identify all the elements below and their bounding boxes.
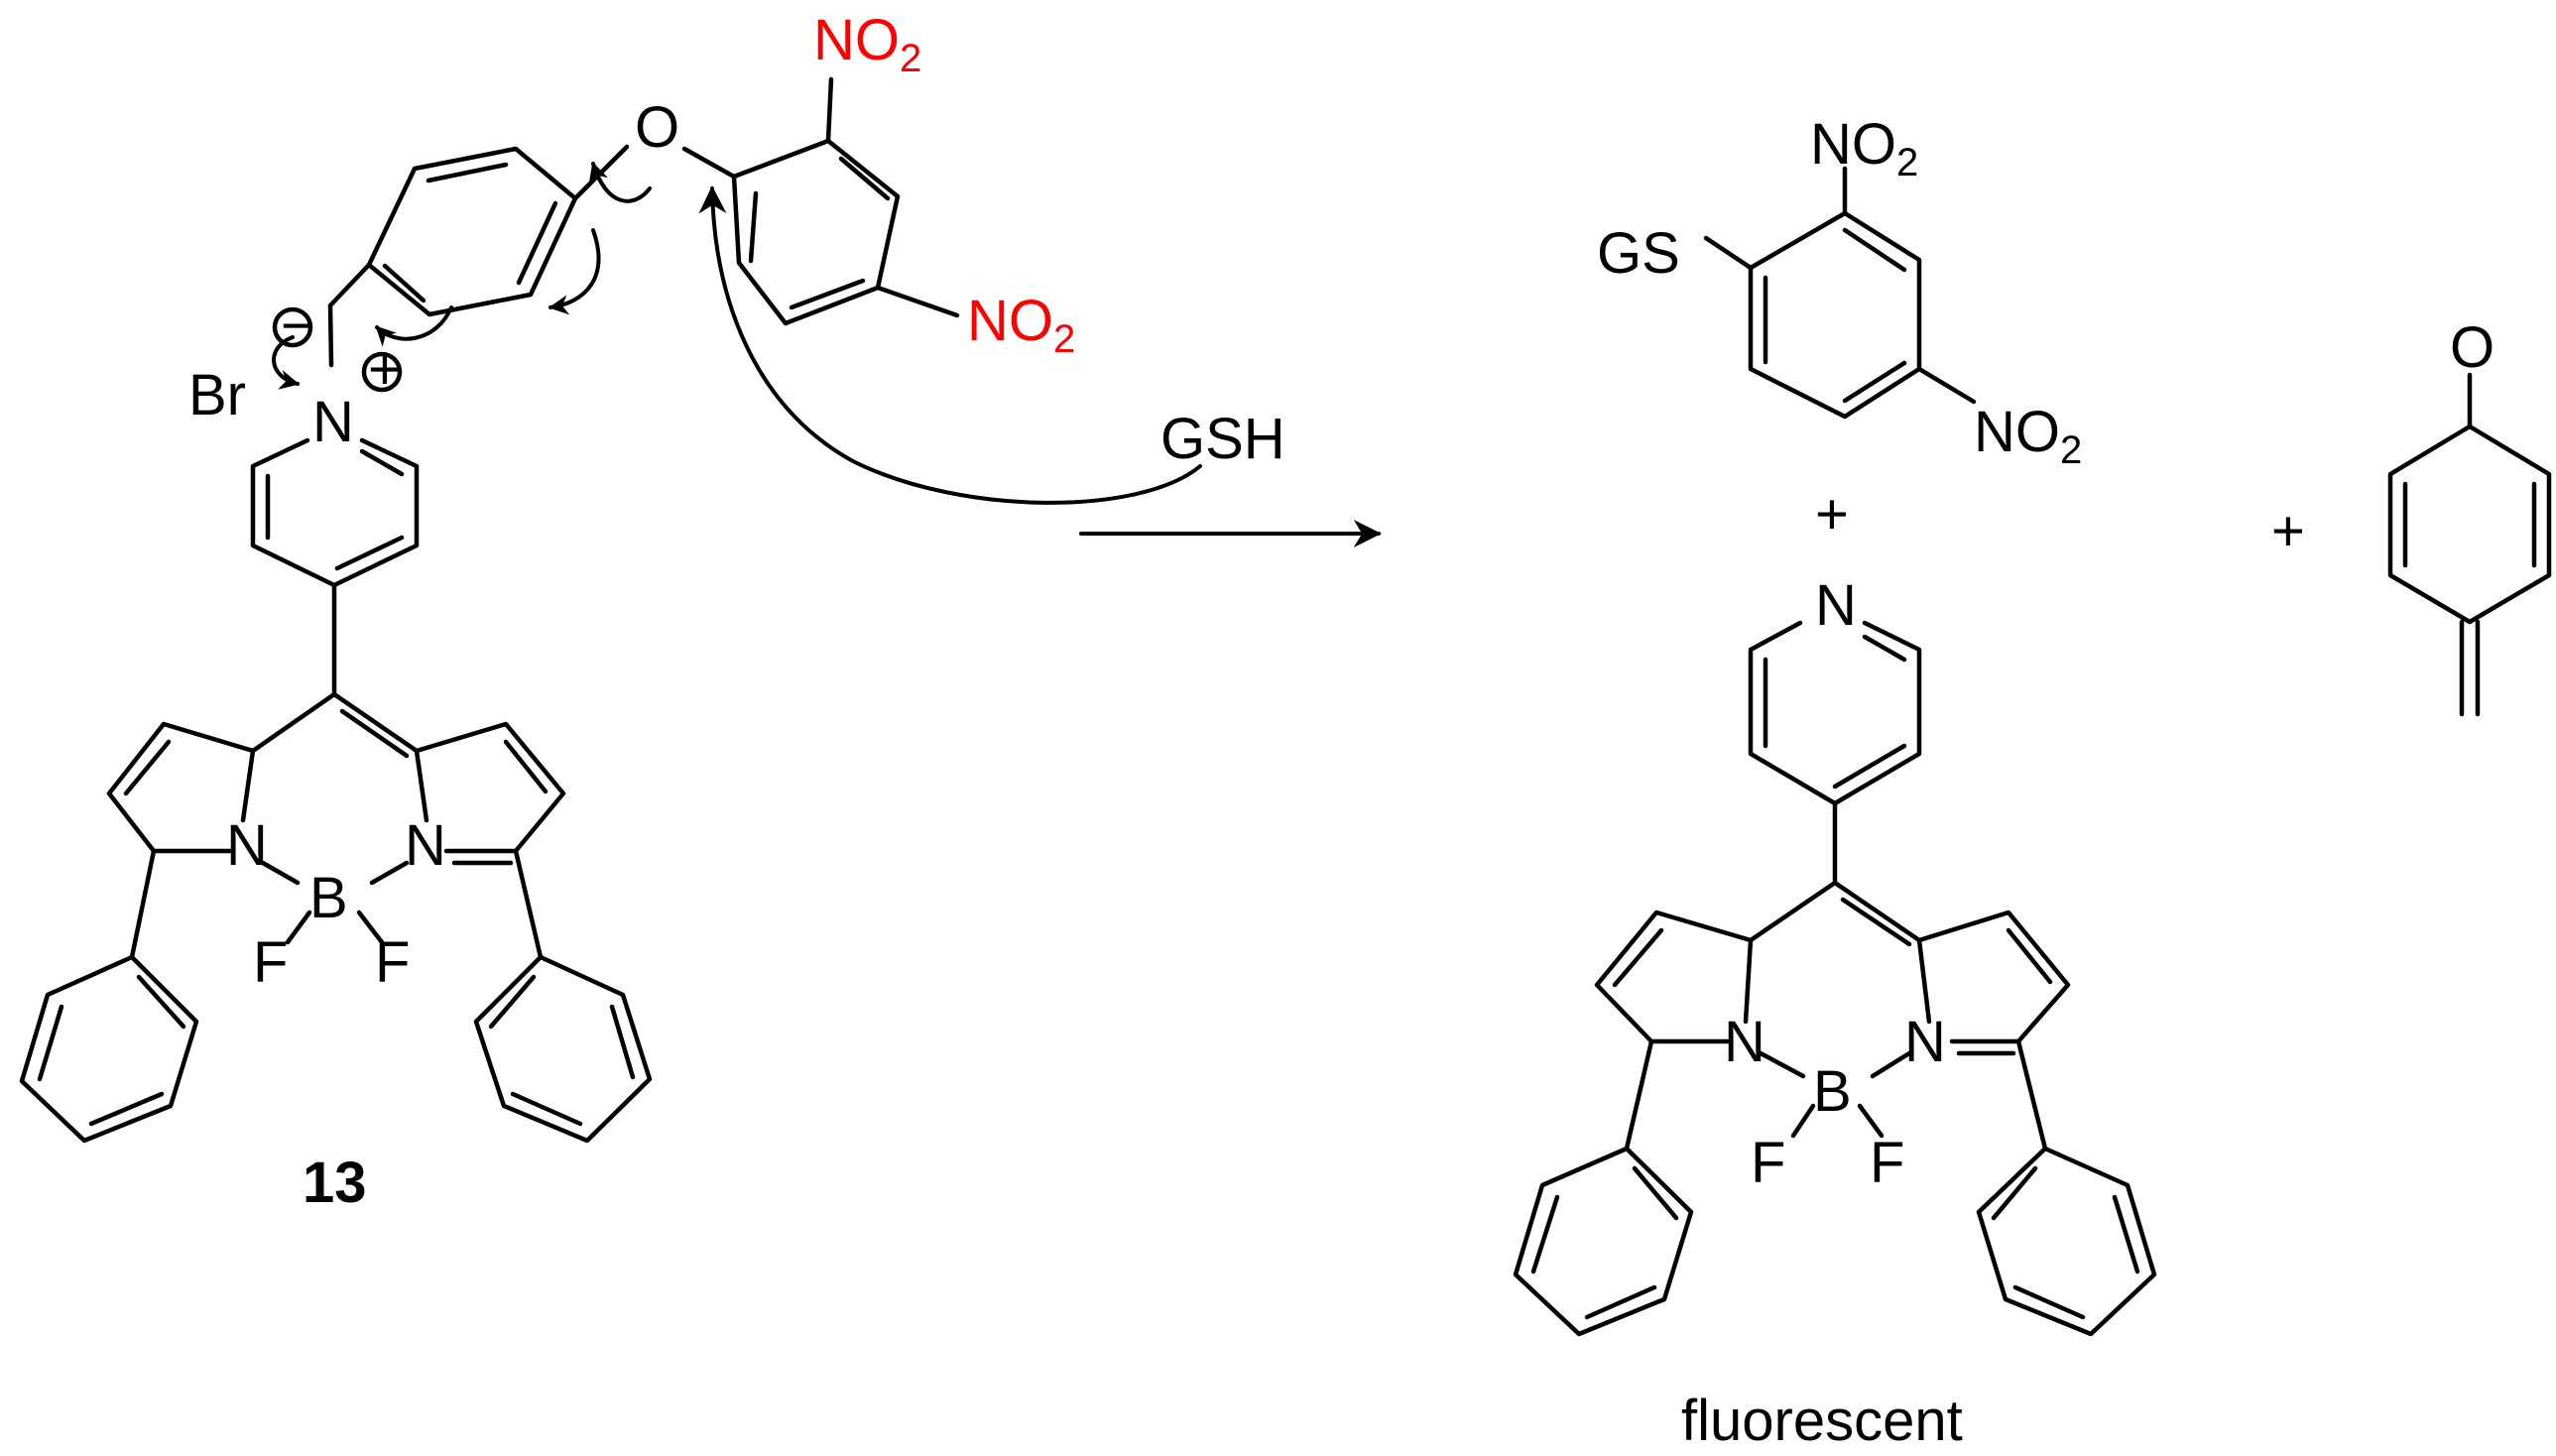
benzyl-ring [366,146,578,317]
product-boron: B [1813,1059,1852,1124]
pyridinium-ring [250,437,420,697]
fluorine-2: F [375,930,410,995]
reactant-13: NO2 NO2 O Br N − + N N B F F 13 [19,8,1075,1215]
nitro-group-2: NO2 [967,289,1075,361]
quinone-oxygen: O [2450,315,2495,380]
benzyl-ch2-bond [327,262,372,368]
product-fluorine-2: F [1870,1131,1904,1195]
gsh-attack-arrow [698,185,1202,505]
aryl-o-bond [572,144,630,201]
reagent-gsh: GSH [698,185,1382,547]
dinitrophenyl-ring [731,76,960,326]
left-phenyl-reactant [19,954,199,1144]
nitro-group-1: NO2 [813,8,921,80]
pyridine-nitrogen: N [1815,573,1857,638]
right-phenyl-reactant [473,954,653,1144]
bodipy-nitrogen-2: N [405,813,446,878]
plus-sign-2: + [2271,499,2305,563]
product-nitrogen-1: N [1724,1010,1765,1074]
product-nitro-1: NO2 [1810,112,1918,184]
plus-charge-circle [361,351,403,393]
pyridinium-nitrogen: N [312,390,354,454]
compound-number: 13 [303,1151,367,1215]
bodipy-nitrogen-1: N [226,813,268,878]
product-quinone-methide: O [2387,315,2552,717]
product-nitrogen-2: N [1904,1010,1946,1074]
bodipy-core-reactant [106,691,566,960]
minus-charge-circle [272,306,313,348]
fluorescent-caption: fluorescent [1681,1389,1963,1453]
electron-push-arrows [272,162,652,390]
ether-oxygen: O [635,95,679,160]
plus-sign-1: + [1815,482,1849,546]
product-nitro-2: NO2 [1974,400,2082,472]
fluorine-1: F [253,930,288,995]
product-bodipy: N N N B F F fluorescent [1513,573,2157,1453]
o-dnp-bond [681,146,737,180]
product-fluorine-1: F [1751,1131,1785,1195]
product-dnp-thioether: GS NO2 NO2 [1597,112,2082,472]
plus-charge: + [368,337,402,402]
gs-group: GS [1597,221,1680,286]
bromide-ion: Br [188,363,246,427]
boron-atom: B [309,866,348,930]
gsh-label: GSH [1160,407,1285,471]
minus-charge: − [281,294,314,358]
